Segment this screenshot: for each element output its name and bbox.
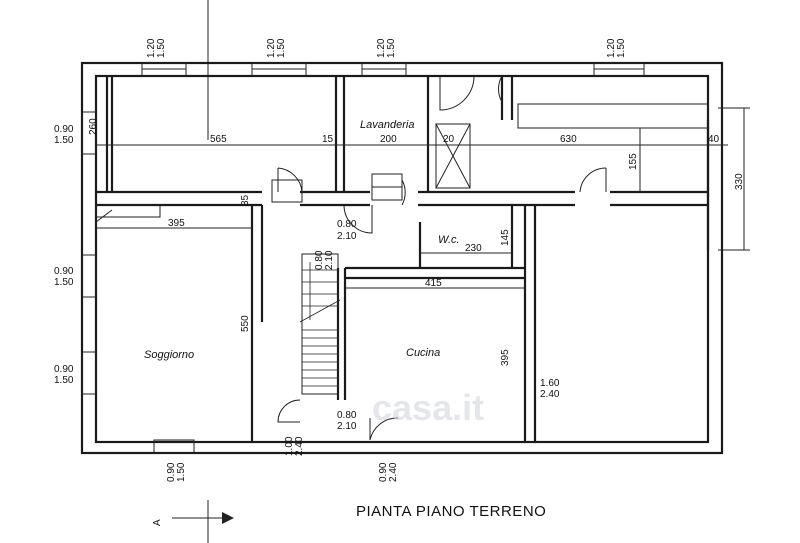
- opening-left-low-w: 0.90: [54, 364, 74, 375]
- opening-stair-w: 0.80: [314, 250, 325, 270]
- room-label-lavanderia: Lavanderia: [360, 119, 414, 131]
- room-label-wc: W.c.: [438, 234, 460, 246]
- dim-20: 20: [443, 134, 455, 145]
- dim-200: 200: [380, 134, 397, 145]
- opening-left-mid-w: 0.90: [54, 266, 74, 277]
- opening-top1-h: 1.50: [156, 38, 167, 58]
- dim-395-cucina: 395: [500, 349, 511, 366]
- opening-left-mid-h: 1.50: [54, 277, 74, 288]
- dim-415: 415: [425, 278, 442, 289]
- opening-inner-top-h: 2.10: [337, 231, 357, 242]
- interior-walls: [96, 76, 710, 442]
- dim-155: 155: [628, 153, 639, 170]
- staircase: [299, 253, 341, 395]
- opening-left-upper-h: 1.50: [54, 135, 74, 146]
- opening-right-door-h: 2.40: [540, 389, 560, 400]
- step-boxes: [271, 103, 709, 203]
- opening-bottom-left-h: 1.50: [176, 462, 187, 482]
- opening-top1-w: 1.20: [146, 38, 157, 58]
- opening-top4-h: 1.50: [616, 38, 627, 58]
- bottom-window: [153, 439, 195, 454]
- opening-top4-w: 1.20: [606, 38, 617, 58]
- opening-top3-h: 1.50: [386, 38, 397, 58]
- opening-top2-h: 1.50: [276, 38, 287, 58]
- dim-260: 260: [88, 118, 99, 135]
- opening-inner-top-w: 0.80: [337, 219, 357, 230]
- shaft-box: [435, 123, 471, 189]
- opening-top2-w: 1.20: [266, 38, 277, 58]
- opening-inner-bottom-h: 2.10: [337, 421, 357, 432]
- opening-left-upper-w: 0.90: [54, 124, 74, 135]
- dim-630: 630: [560, 134, 577, 145]
- opening-bottom-left-w: 0.90: [166, 462, 177, 482]
- dim-550: 550: [240, 315, 251, 332]
- opening-inner-bottom-w: 0.80: [337, 410, 357, 421]
- opening-labels: 1.20 1.50 1.20 1.50 1.20 1.50 1.20 1.50 …: [54, 38, 627, 482]
- door-swings: [277, 75, 607, 441]
- opening-bottom-door-w: 0.90: [378, 462, 389, 482]
- dim-145: 145: [500, 229, 511, 246]
- dimension-lines: [96, 107, 750, 289]
- dim-230: 230: [465, 243, 482, 254]
- room-label-soggiorno: Soggiorno: [144, 349, 194, 361]
- dim-15: 15: [322, 134, 334, 145]
- opening-stair-h: 2.10: [324, 250, 335, 270]
- plan-title: PIANTA PIANO TERRENO: [356, 503, 546, 520]
- section-label: A: [152, 519, 163, 526]
- dim-35: 35: [240, 194, 251, 206]
- top-windows: [141, 62, 645, 77]
- opening-entry-w: 1.00: [284, 436, 295, 456]
- left-windows: [81, 111, 97, 395]
- opening-right-door-w: 1.60: [540, 378, 560, 389]
- dim-565: 565: [210, 134, 227, 145]
- dim-40: 40: [708, 134, 720, 145]
- soggiorno-corner: [95, 204, 161, 223]
- room-label-cucina: Cucina: [406, 347, 440, 359]
- opening-bottom-door-h: 2.40: [388, 462, 399, 482]
- opening-top3-w: 1.20: [376, 38, 387, 58]
- watermark: casa.it: [372, 387, 484, 428]
- opening-left-low-h: 1.50: [54, 375, 74, 386]
- dim-330: 330: [734, 173, 745, 190]
- section-marker: A: [152, 500, 234, 543]
- opening-entry-h: 2.40: [294, 436, 305, 456]
- dim-395-soggiorno: 395: [168, 218, 185, 229]
